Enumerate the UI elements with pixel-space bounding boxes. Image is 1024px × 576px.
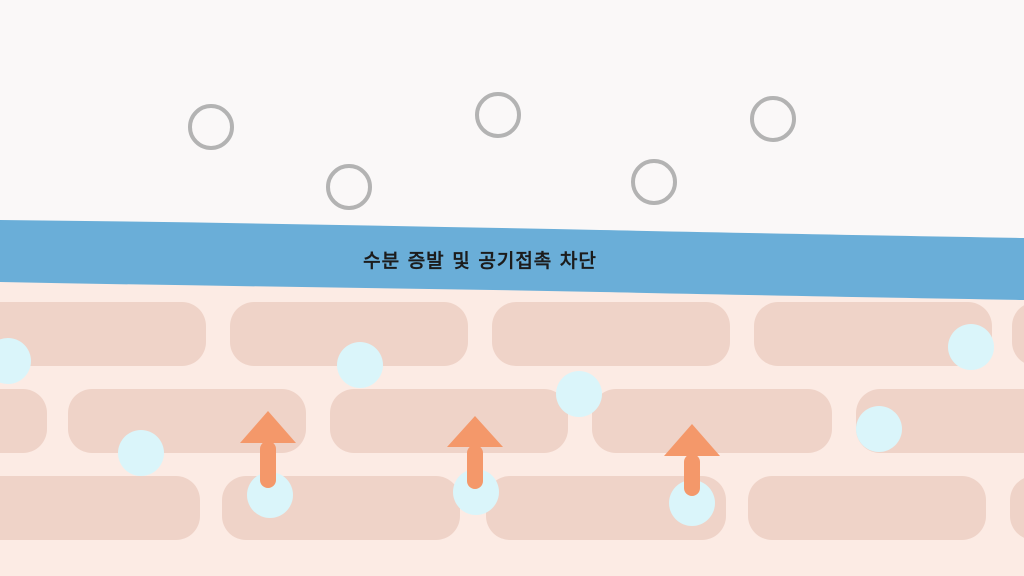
water-droplet-icon [556,371,602,417]
skin-cell [754,302,992,366]
water-droplet-icon [118,430,164,476]
water-droplet-icon [453,469,499,515]
arrow-up-icon [240,411,296,488]
water-droplet-icon [0,338,31,384]
moisture-droplets [0,324,994,526]
hollow-circle-icon [750,96,796,142]
barrier-film [0,220,1024,300]
skin-cell [486,476,726,540]
arrow-up-icon [447,416,503,489]
skin-cell [0,476,200,540]
barrier-label: 수분 증발 및 공기접촉 차단 [363,250,597,272]
water-droplet-icon [856,406,902,452]
water-droplet-icon [669,480,715,526]
skin-cell [330,389,568,453]
skin-cell [0,302,206,366]
water-droplet-icon [948,324,994,370]
skin-cell [492,302,730,366]
skin-cell [0,389,47,453]
skin-cell [748,476,986,540]
air-bubbles [188,92,796,210]
skin-cell [1010,478,1024,538]
water-droplet-icon [337,342,383,388]
skin-cell [230,302,468,366]
water-droplet-icon [247,472,293,518]
moisture-arrows [240,411,720,496]
hollow-circle-icon [188,104,234,150]
hollow-circle-icon [475,92,521,138]
hollow-circle-icon [631,159,677,205]
hollow-circle-icon [326,164,372,210]
arrow-up-icon [664,424,720,496]
skin-cell [1012,305,1024,363]
skin-cell [592,389,832,453]
